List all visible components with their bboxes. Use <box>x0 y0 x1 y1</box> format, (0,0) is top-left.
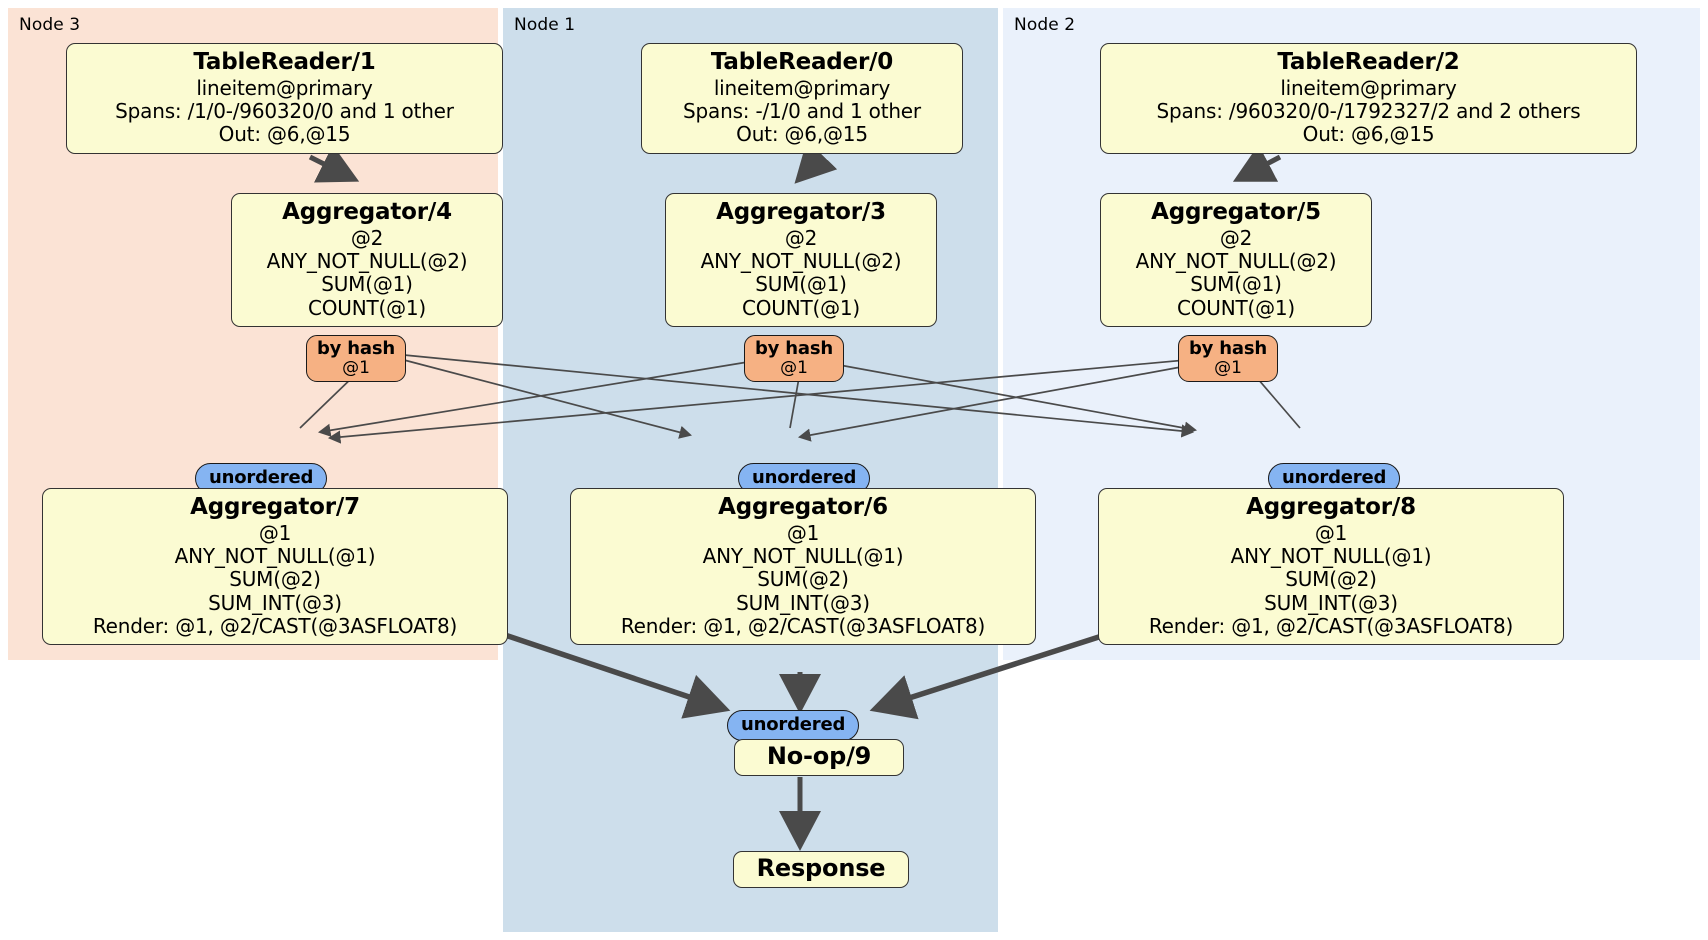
processor-aggregator-7[interactable]: Aggregator/7 @1 ANY_NOT_NULL(@1) SUM(@2)… <box>42 488 508 646</box>
stream-badge-by-hash-left[interactable]: by hash @1 <box>306 335 406 383</box>
node-panel-label: Node 1 <box>514 15 576 35</box>
processor-line: Spans: /1/0-/960320/0 and 1 other <box>115 99 454 124</box>
processor-line: SUM(@2) <box>229 567 321 592</box>
badge-kind: by hash <box>1189 338 1267 359</box>
processor-line: Render: @1, @2/CAST(@3ASFLOAT8) <box>92 613 458 638</box>
processor-line: lineitem@primary <box>713 75 891 100</box>
processor-line: ANY_NOT_NULL(@1) <box>174 544 376 569</box>
processor-line: Out: @6,@15 <box>218 122 351 147</box>
processor-aggregator-4[interactable]: Aggregator/4 @2 ANY_NOT_NULL(@2) SUM(@1)… <box>231 193 503 327</box>
processor-tablereader-0[interactable]: TableReader/0 lineitem@primary Spans: -/… <box>641 43 963 154</box>
node-panel-label: Node 2 <box>1014 15 1076 35</box>
processor-line: ANY_NOT_NULL(@1) <box>1230 544 1432 569</box>
processor-line: SUM(@2) <box>1285 567 1377 592</box>
processor-aggregator-3[interactable]: Aggregator/3 @2 ANY_NOT_NULL(@2) SUM(@1)… <box>665 193 937 327</box>
processor-line: SUM(@1) <box>321 272 413 297</box>
processor-line: @1 <box>1314 520 1348 545</box>
processor-title: Response <box>756 854 886 882</box>
processor-line: SUM_INT(@3) <box>1264 590 1398 615</box>
processor-line: SUM_INT(@3) <box>736 590 870 615</box>
processor-aggregator-6[interactable]: Aggregator/6 @1 ANY_NOT_NULL(@1) SUM(@2)… <box>570 488 1036 646</box>
processor-line: lineitem@primary <box>196 75 373 100</box>
processor-line: SUM(@1) <box>755 272 847 297</box>
badge-kind: unordered <box>741 714 846 735</box>
processor-line: Spans: /960320/0-/1792327/2 and 2 others <box>1156 99 1581 124</box>
processor-response[interactable]: Response <box>733 851 909 888</box>
processor-title: TableReader/0 <box>710 49 894 75</box>
processor-tablereader-1[interactable]: TableReader/1 lineitem@primary Spans: /1… <box>66 43 503 154</box>
node-panel-label: Node 3 <box>19 15 81 35</box>
processor-line: Render: @1, @2/CAST(@3ASFLOAT8) <box>1148 613 1514 638</box>
processor-line: COUNT(@1) <box>307 295 427 320</box>
processor-line: ANY_NOT_NULL(@1) <box>702 544 904 569</box>
processor-title: Aggregator/6 <box>718 494 888 520</box>
badge-kind: unordered <box>209 467 314 488</box>
processor-line: SUM(@1) <box>1190 272 1282 297</box>
processor-title: Aggregator/8 <box>1246 494 1416 520</box>
processor-title: Aggregator/5 <box>1151 199 1321 225</box>
processor-tablereader-2[interactable]: TableReader/2 lineitem@primary Spans: /9… <box>1100 43 1637 154</box>
badge-kind: unordered <box>752 467 857 488</box>
processor-line: Spans: -/1/0 and 1 other <box>683 99 921 124</box>
processor-aggregator-5[interactable]: Aggregator/5 @2 ANY_NOT_NULL(@2) SUM(@1)… <box>1100 193 1372 327</box>
processor-line: SUM(@2) <box>757 567 849 592</box>
processor-aggregator-8[interactable]: Aggregator/8 @1 ANY_NOT_NULL(@1) SUM(@2)… <box>1098 488 1564 646</box>
processor-line: COUNT(@1) <box>1176 295 1296 320</box>
processor-noop-9[interactable]: No-op/9 <box>734 739 904 776</box>
badge-column: @1 <box>780 357 808 378</box>
stream-badge-unordered-final[interactable]: unordered <box>727 710 860 741</box>
processor-line: ANY_NOT_NULL(@2) <box>266 249 468 274</box>
badge-column: @1 <box>1214 357 1242 378</box>
stream-badge-by-hash-right[interactable]: by hash @1 <box>1178 335 1278 383</box>
processor-line: COUNT(@1) <box>741 295 861 320</box>
processor-line: Out: @6,@15 <box>1302 122 1435 147</box>
processor-title: No-op/9 <box>766 742 872 770</box>
processor-title: Aggregator/3 <box>716 199 886 225</box>
processor-line: @1 <box>786 520 820 545</box>
processor-title: TableReader/1 <box>193 49 376 75</box>
processor-line: @2 <box>350 225 384 250</box>
processor-title: Aggregator/4 <box>282 199 452 225</box>
processor-line: @2 <box>784 225 818 250</box>
stream-badge-by-hash-mid[interactable]: by hash @1 <box>744 335 844 383</box>
badge-kind: unordered <box>1282 467 1387 488</box>
processor-line: lineitem@primary <box>1280 75 1457 100</box>
processor-line: @2 <box>1219 225 1253 250</box>
processor-line: @1 <box>258 520 292 545</box>
processor-line: Out: @6,@15 <box>736 122 868 147</box>
processor-line: ANY_NOT_NULL(@2) <box>700 249 902 274</box>
processor-title: TableReader/2 <box>1277 49 1460 75</box>
processor-line: SUM_INT(@3) <box>208 590 342 615</box>
badge-column: @1 <box>342 357 370 378</box>
badge-kind: by hash <box>755 338 833 359</box>
processor-line: ANY_NOT_NULL(@2) <box>1135 249 1337 274</box>
badge-kind: by hash <box>317 338 395 359</box>
processor-title: Aggregator/7 <box>190 494 360 520</box>
processor-line: Render: @1, @2/CAST(@3ASFLOAT8) <box>620 613 986 638</box>
